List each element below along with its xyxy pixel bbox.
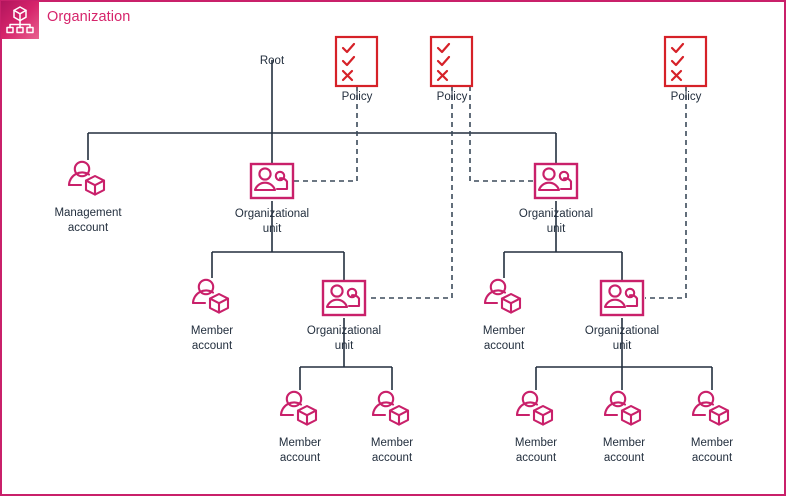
- account-icon: [603, 390, 642, 426]
- member-account-b1[interactable]: Member account: [279, 390, 321, 464]
- check-icon: [436, 55, 451, 67]
- account-icon: [371, 390, 410, 426]
- policy-icon: [429, 35, 474, 88]
- check-icon: [670, 42, 685, 54]
- policy-label: Policy: [437, 91, 468, 103]
- node-label-line2: account: [68, 222, 109, 234]
- node-label-line2: account: [516, 452, 557, 464]
- member-account-r1[interactable]: Member account: [483, 278, 525, 352]
- close-icon: [670, 69, 683, 82]
- organization-icon: [1, 1, 39, 39]
- node-label-line2: account: [692, 452, 733, 464]
- node-label-line1: Member: [371, 437, 413, 449]
- node-label-line2: account: [280, 452, 321, 464]
- page-title: Organization: [47, 9, 131, 25]
- policy-icon: [334, 35, 379, 88]
- close-icon: [341, 69, 354, 82]
- edge-policy-3-to-ou-right-child: [645, 86, 687, 299]
- ou-left-child[interactable]: Organizational unit: [307, 279, 381, 352]
- account-icon: [483, 278, 522, 314]
- policy-label: Policy: [342, 91, 373, 103]
- node-label-line1: Member: [603, 437, 645, 449]
- check-icon: [341, 42, 356, 54]
- check-icon: [670, 55, 685, 67]
- hierarchy-edges: [87, 60, 713, 390]
- node-label-line1: Member: [483, 325, 525, 337]
- organizational-unit-icon: [321, 279, 367, 317]
- organizational-unit-icon: [599, 279, 645, 317]
- organizational-unit-icon: [533, 162, 579, 200]
- node-label-line1: Member: [279, 437, 321, 449]
- node-label-line2: account: [604, 452, 645, 464]
- node-label-line1: Organizational: [519, 208, 593, 220]
- node-label-line2: unit: [613, 340, 632, 352]
- node-label-line1: Member: [515, 437, 557, 449]
- edge-policy-2-to-ou-right: [469, 86, 534, 182]
- root-label: Root: [260, 55, 285, 67]
- node-label-line2: unit: [263, 223, 282, 235]
- account-icon: [515, 390, 554, 426]
- account-icon: [67, 160, 106, 196]
- ou-left[interactable]: Organizational unit: [235, 162, 309, 235]
- account-icon: [191, 278, 230, 314]
- node-label-line1: Management: [54, 207, 122, 219]
- account-icon: [691, 390, 730, 426]
- close-icon: [436, 69, 449, 82]
- policy-1[interactable]: Policy: [334, 35, 379, 103]
- policy-attachment-edges: [294, 86, 687, 299]
- member-account-b4[interactable]: Member account: [603, 390, 645, 464]
- node-label-line2: account: [192, 340, 233, 352]
- check-icon: [436, 42, 451, 54]
- edge-policy-2-to-ou-left-child: [367, 86, 453, 299]
- node-label-line2: account: [372, 452, 413, 464]
- node-label-line2: account: [484, 340, 525, 352]
- policy-3[interactable]: Policy: [663, 35, 708, 103]
- member-account-l1[interactable]: Member account: [191, 278, 233, 352]
- ou-right-child[interactable]: Organizational unit: [585, 279, 659, 352]
- policy-icon: [663, 35, 708, 88]
- member-account-b2[interactable]: Member account: [371, 390, 413, 464]
- account-icon: [279, 390, 318, 426]
- policy-label: Policy: [671, 91, 702, 103]
- node-label-line2: unit: [547, 223, 566, 235]
- policy-2[interactable]: Policy: [429, 35, 474, 103]
- organizational-unit-icon: [249, 162, 295, 200]
- node-label-line1: Organizational: [585, 325, 659, 337]
- node-label-line2: unit: [335, 340, 354, 352]
- edge-policy-1-to-ou-left: [294, 86, 358, 182]
- node-label-line1: Member: [691, 437, 733, 449]
- management-account[interactable]: Management account: [54, 160, 122, 234]
- node-label-line1: Organizational: [235, 208, 309, 220]
- ou-right[interactable]: Organizational unit: [519, 162, 593, 235]
- check-icon: [341, 55, 356, 67]
- node-label-line1: Organizational: [307, 325, 381, 337]
- node-label-line1: Member: [191, 325, 233, 337]
- member-account-b3[interactable]: Member account: [515, 390, 557, 464]
- member-account-b5[interactable]: Member account: [691, 390, 733, 464]
